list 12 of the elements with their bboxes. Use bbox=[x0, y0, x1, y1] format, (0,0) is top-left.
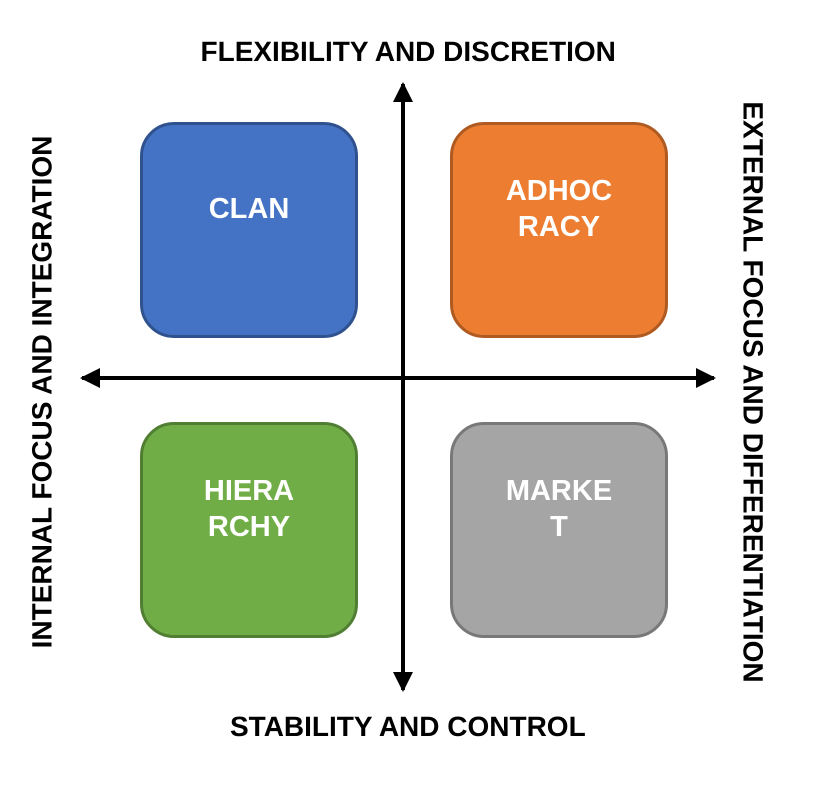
axis-label: EXTERNAL FOCUS AND DIFFERENTIATION bbox=[736, 101, 768, 683]
axis-label: STABILITY AND CONTROL bbox=[230, 711, 586, 743]
quadrant-label: MARKE T bbox=[504, 474, 614, 545]
quadrant-box bbox=[140, 422, 358, 638]
axis-label: INTERNAL FOCUS AND INTEGRATION bbox=[26, 136, 58, 648]
quadrant-label: ADHOC RACY bbox=[504, 174, 614, 245]
quadrant-label: HIERA RCHY bbox=[202, 474, 296, 545]
quadrant-box bbox=[450, 122, 668, 338]
quadrant-box bbox=[140, 122, 358, 338]
axis-label: FLEXIBILITY AND DISCRETION bbox=[200, 36, 616, 68]
quadrant-label: CLAN bbox=[208, 192, 290, 227]
quadrant-box bbox=[450, 422, 668, 638]
